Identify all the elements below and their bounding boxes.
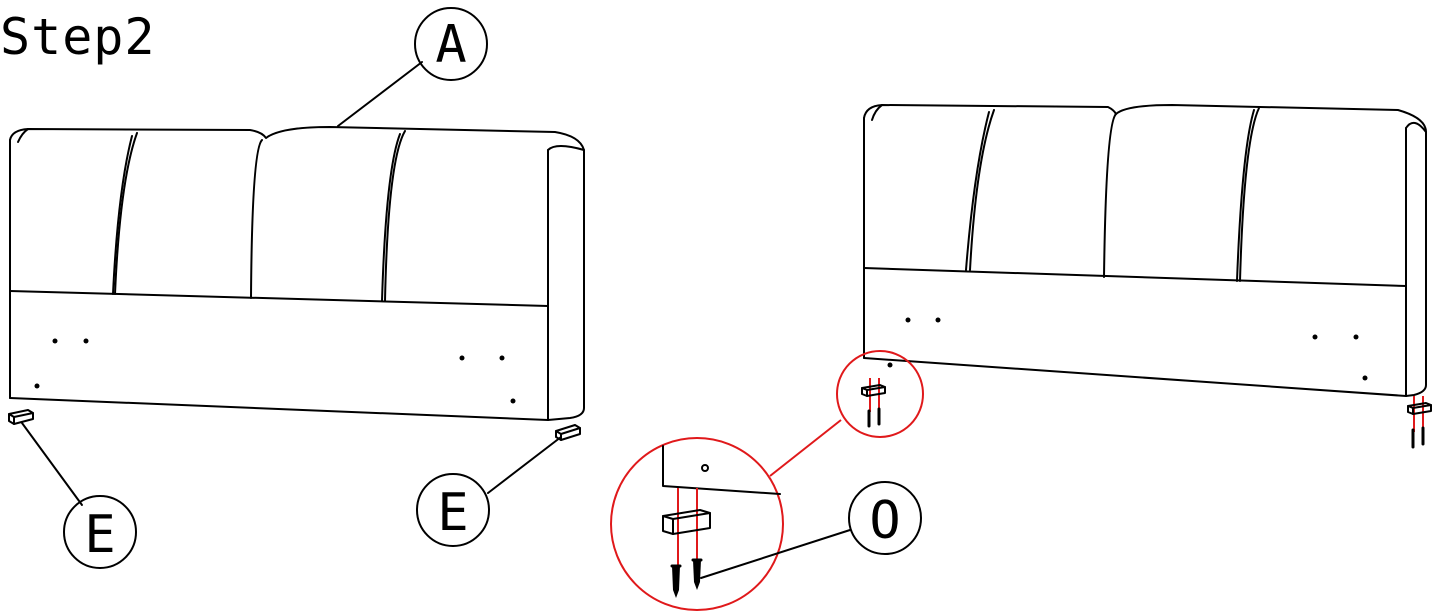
small-foot-left: [861, 378, 886, 428]
step-title: Step2: [0, 8, 156, 66]
foot-block-left: [8, 409, 34, 425]
callout-e-right: E: [416, 436, 562, 547]
callout-e-left: E: [21, 422, 137, 569]
svg-text:A: A: [435, 15, 466, 75]
detail-small-circle: [836, 350, 924, 438]
small-foot-right: [1407, 396, 1432, 449]
svg-text:E: E: [437, 483, 468, 543]
detail-magnifier: [610, 437, 784, 611]
callout-a: A: [337, 7, 488, 127]
headboard-left: [9, 126, 585, 421]
headboard-right: [863, 104, 1427, 397]
svg-text:O: O: [869, 491, 900, 551]
svg-text:E: E: [84, 505, 115, 565]
callout-o: O: [700, 481, 922, 579]
